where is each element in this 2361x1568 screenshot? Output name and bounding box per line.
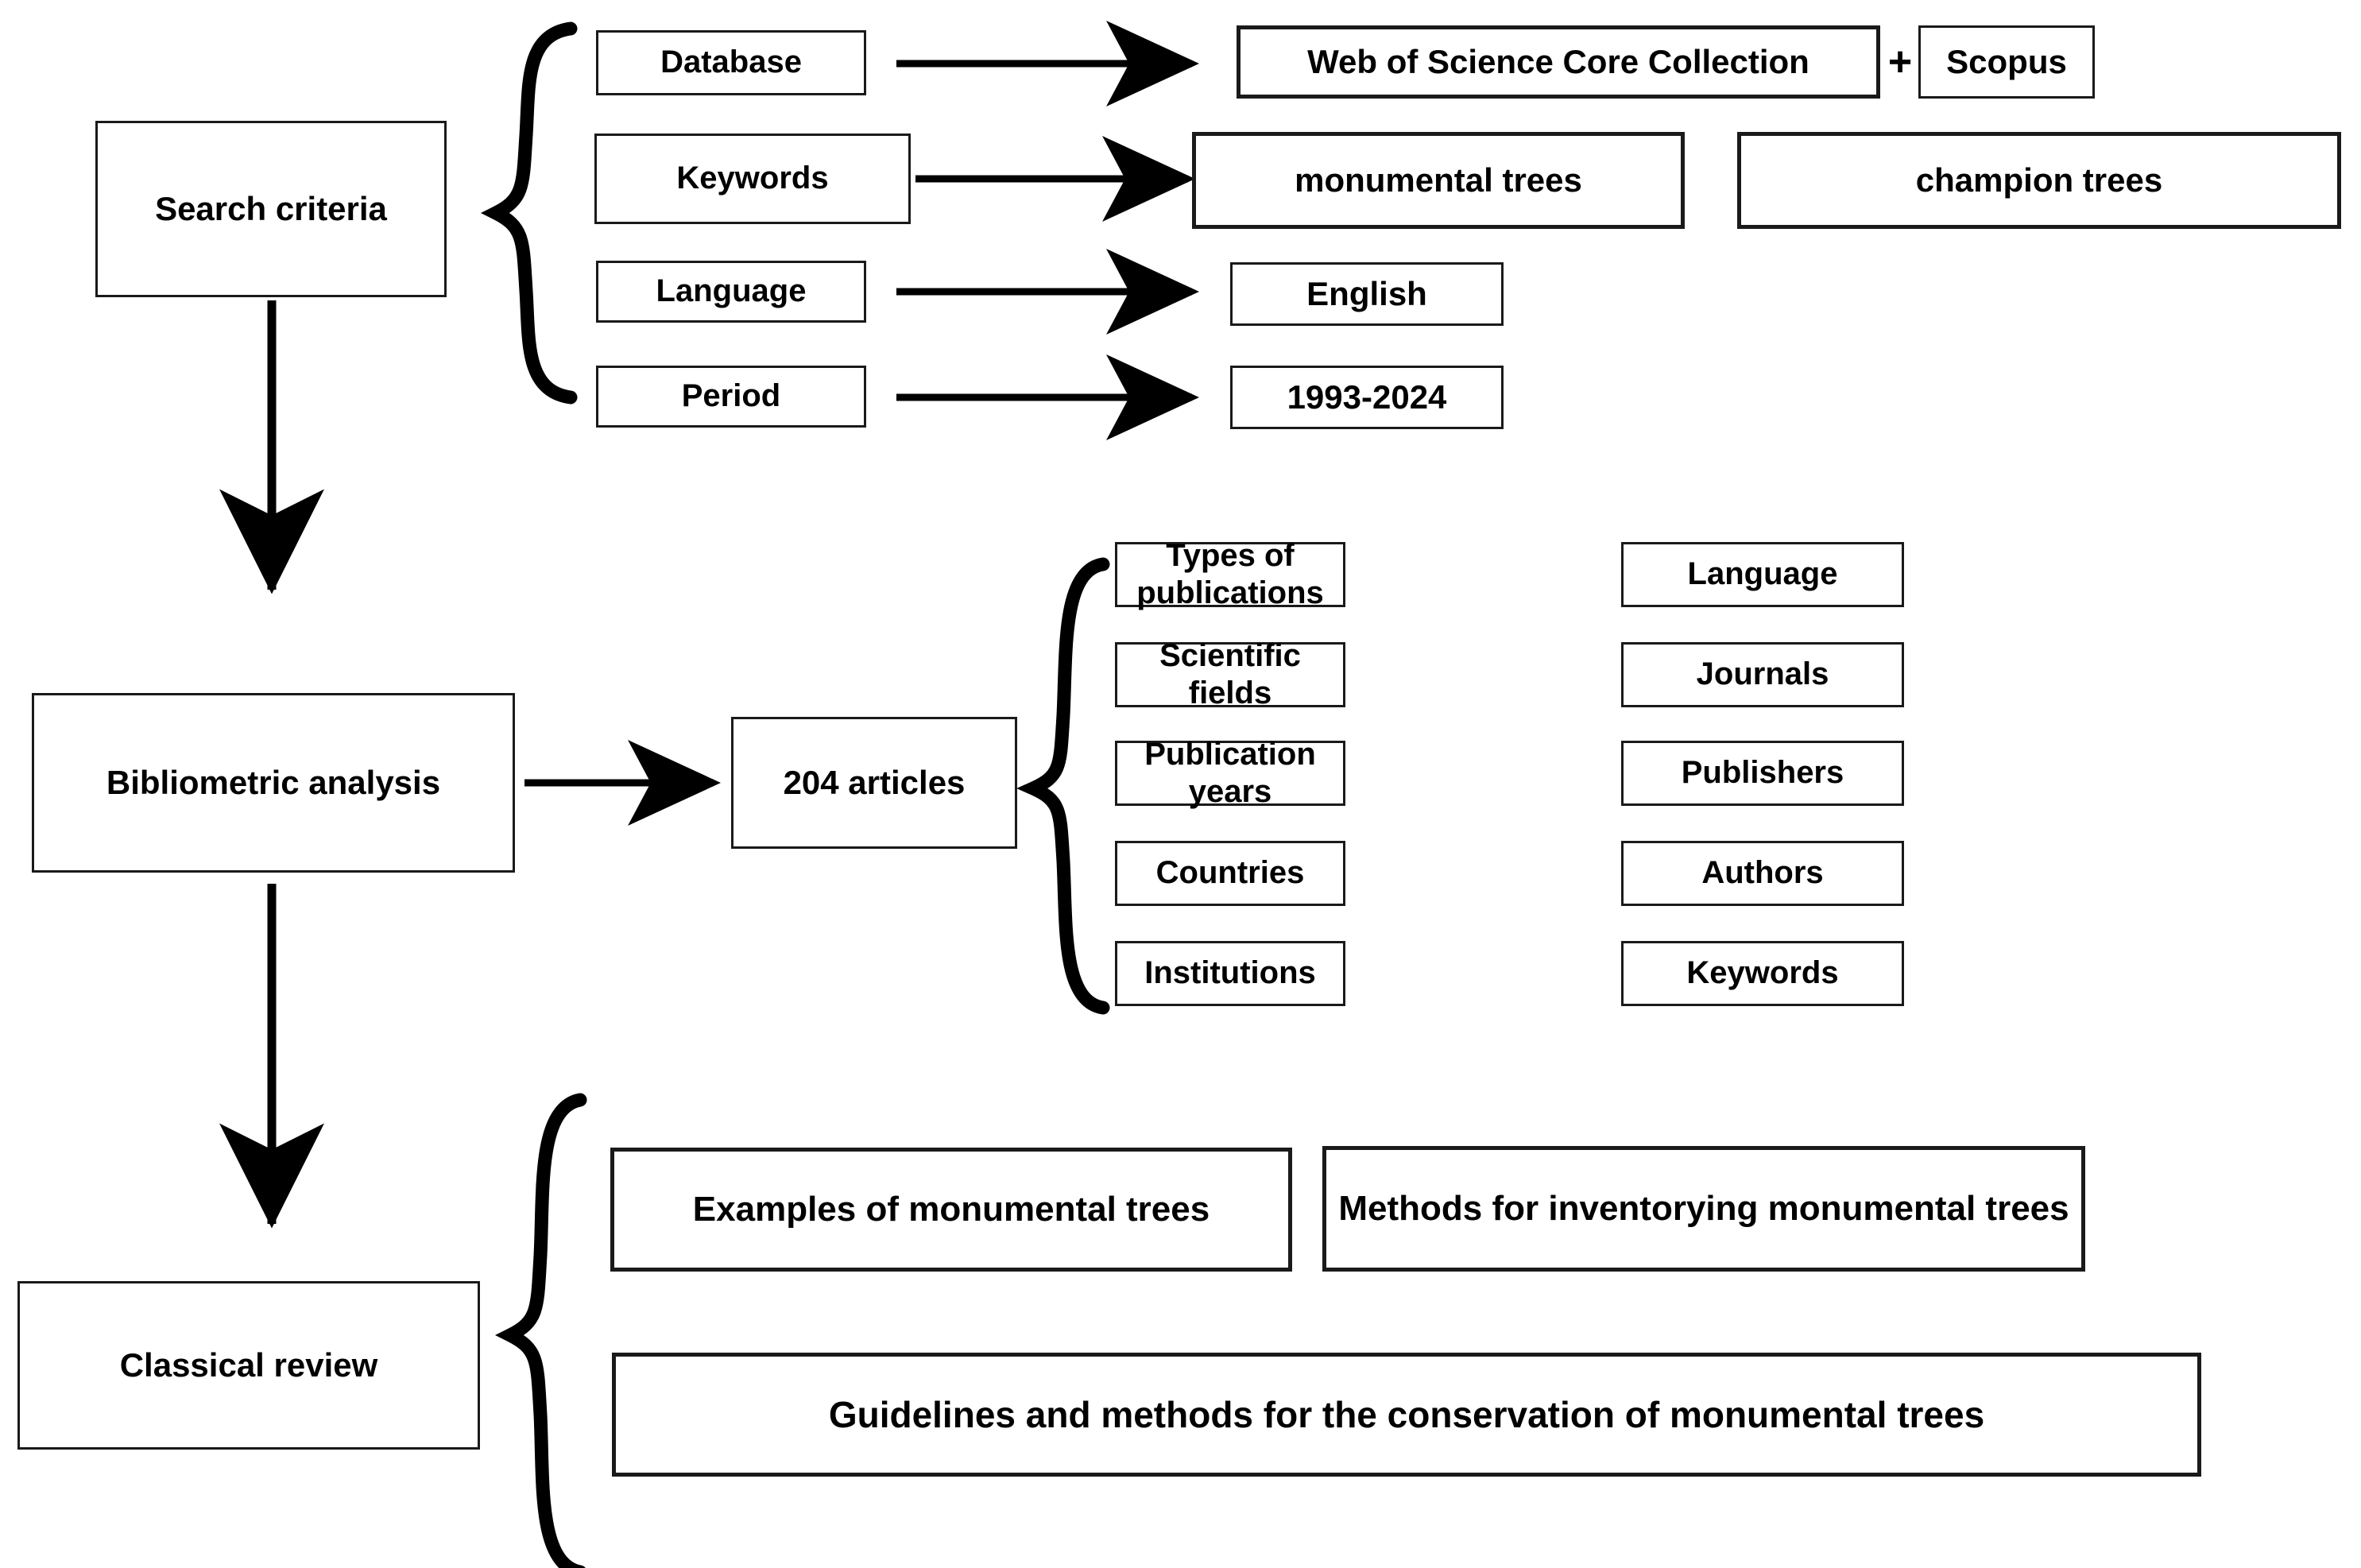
value-label-scopus: Scopus — [1946, 43, 2067, 81]
brace-classical-review — [495, 1093, 587, 1568]
criterion-box-database[interactable]: Database — [596, 30, 866, 95]
facet-label-scientific-fields: Scientific fields — [1159, 637, 1301, 710]
stage-label-classical-review: Classical review — [119, 1346, 378, 1384]
facet-label-authors: Authors — [1701, 855, 1824, 891]
value-box-english[interactable]: English — [1230, 262, 1504, 326]
facet-box-countries[interactable]: Countries — [1115, 841, 1345, 906]
stage-label-search-criteria: Search criteria — [155, 190, 387, 228]
facet-label-institutions: Institutions — [1144, 955, 1316, 991]
stage-box-bibliometric-analysis[interactable]: Bibliometric analysis — [32, 693, 515, 873]
facet-box-types-of-publications[interactable]: Types of publications — [1115, 538, 1345, 610]
facet-label-journals: Journals — [1696, 656, 1829, 692]
stage-label-bibliometric-analysis: Bibliometric analysis — [106, 764, 441, 802]
criterion-box-language[interactable]: Language — [596, 261, 866, 323]
criterion-box-period[interactable]: Period — [596, 366, 866, 428]
facet-label-countries: Countries — [1155, 855, 1305, 891]
criterion-label-keywords: Keywords — [676, 161, 829, 196]
value-box-period-years[interactable]: 1993-2024 — [1230, 366, 1504, 429]
facet-label-types-of-publications: Types of publications — [1136, 537, 1324, 610]
value-box-monumental-trees[interactable]: monumental trees — [1192, 132, 1685, 229]
result-box-articles-count[interactable]: 204 articles — [731, 717, 1017, 849]
stage-box-classical-review[interactable]: Classical review — [17, 1281, 480, 1450]
topic-box-guidelines[interactable]: Guidelines and methods for the conservat… — [612, 1353, 2201, 1477]
value-label-period-years: 1993-2024 — [1287, 378, 1447, 416]
facet-box-authors[interactable]: Authors — [1621, 841, 1904, 906]
topic-label-examples: Examples of monumental trees — [692, 1190, 1210, 1229]
stage-box-search-criteria[interactable]: Search criteria — [95, 121, 447, 297]
brace-bibliometric-facets — [1016, 557, 1110, 1015]
facet-label-language: Language — [1687, 556, 1838, 592]
facet-box-journals[interactable]: Journals — [1621, 642, 1904, 707]
value-label-web-of-science: Web of Science Core Collection — [1307, 43, 1809, 81]
criterion-box-keywords[interactable]: Keywords — [594, 134, 911, 224]
facet-box-scientific-fields[interactable]: Scientific fields — [1115, 638, 1345, 710]
facet-box-keywords[interactable]: Keywords — [1621, 941, 1904, 1006]
result-label-articles-count: 204 articles — [783, 764, 966, 802]
facet-box-institutions[interactable]: Institutions — [1115, 941, 1345, 1006]
topic-box-examples[interactable]: Examples of monumental trees — [610, 1148, 1292, 1272]
criterion-label-database: Database — [660, 45, 802, 80]
criterion-label-period: Period — [681, 378, 781, 414]
value-label-english: English — [1306, 275, 1427, 313]
facet-box-publication-years[interactable]: Publication years — [1115, 737, 1345, 809]
facet-label-publishers: Publishers — [1681, 755, 1844, 791]
facet-box-language[interactable]: Language — [1621, 542, 1904, 607]
plus-operator-icon: + — [1887, 39, 1913, 85]
facet-label-publication-years: Publication years — [1144, 736, 1316, 809]
facet-box-publishers[interactable]: Publishers — [1621, 741, 1904, 806]
criterion-label-language: Language — [656, 273, 807, 309]
value-box-web-of-science[interactable]: Web of Science Core Collection — [1237, 25, 1880, 99]
value-box-scopus[interactable]: Scopus — [1918, 25, 2095, 99]
value-label-champion-trees: champion trees — [1915, 161, 2163, 199]
topic-label-guidelines: Guidelines and methods for the conservat… — [828, 1393, 1985, 1435]
value-box-champion-trees[interactable]: champion trees — [1737, 132, 2341, 229]
topic-box-methods-inventory[interactable]: Methods for inventorying monumental tree… — [1322, 1146, 2085, 1272]
topic-label-methods-inventory: Methods for inventorying monumental tree… — [1338, 1189, 2069, 1229]
brace-search-criteria — [481, 21, 578, 405]
value-label-monumental-trees: monumental trees — [1295, 161, 1582, 199]
facet-label-keywords: Keywords — [1686, 955, 1839, 991]
